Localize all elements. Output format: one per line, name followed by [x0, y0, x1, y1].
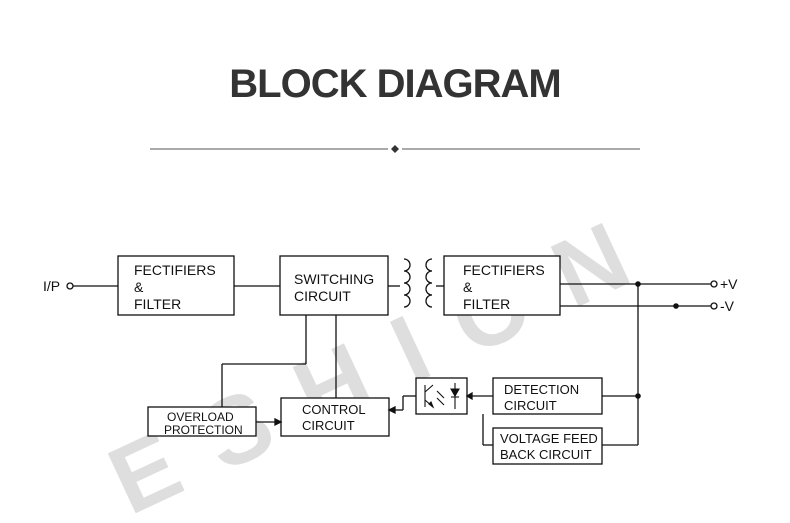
- junction-dot: [635, 393, 641, 399]
- output-rectifier-label-1: FECTIFIERS: [463, 262, 545, 278]
- detection-circuit-label-1: DETECTION: [504, 382, 579, 397]
- input-rectifier-label-1: FECTIFIERS: [134, 262, 216, 278]
- input-terminal-icon: [66, 282, 74, 290]
- transformer-icon: [403, 258, 433, 308]
- positive-terminal-icon: [710, 280, 718, 288]
- voltage-feedback-block: [492, 427, 603, 465]
- title-divider: [150, 145, 640, 153]
- switching-circuit-label-1: SWITCHING: [294, 271, 374, 287]
- input-rectifier-label-2: &: [134, 279, 144, 295]
- overload-label-2: PROTECTION: [164, 423, 243, 437]
- junction-dot: [673, 303, 679, 309]
- junction-dot: [635, 281, 641, 287]
- divider-diamond-icon: [391, 145, 399, 153]
- positive-output-label: +V: [720, 276, 738, 292]
- control-circuit-label-1: CONTROL: [302, 402, 366, 417]
- negative-output-label: -V: [720, 298, 735, 314]
- overload-label-1: OVERLOAD: [167, 410, 234, 424]
- negative-terminal-icon: [710, 302, 718, 310]
- input-label: I/P: [43, 278, 60, 294]
- switching-circuit-block: [279, 255, 389, 316]
- voltage-feedback-label-2: BACK CIRCUIT: [500, 447, 592, 462]
- output-rectifier-block: [443, 255, 561, 316]
- watermark: ESHION: [94, 186, 679, 523]
- switching-circuit-label-2: CIRCUIT: [294, 288, 351, 304]
- optocoupler-icon: [424, 383, 460, 409]
- control-circuit-block: [280, 397, 390, 437]
- detection-circuit-block: [492, 377, 603, 415]
- output-rectifier-label-3: FILTER: [463, 296, 510, 312]
- control-circuit-label-2: CIRCUIT: [302, 418, 355, 433]
- page-title: BLOCK DIAGRAM: [229, 62, 561, 106]
- output-rectifier-label-2: &: [463, 279, 473, 295]
- voltage-feedback-label-1: VOLTAGE FEED: [500, 431, 598, 446]
- input-rectifier-label-3: FILTER: [134, 296, 181, 312]
- detection-circuit-label-2: CIRCUIT: [504, 398, 557, 413]
